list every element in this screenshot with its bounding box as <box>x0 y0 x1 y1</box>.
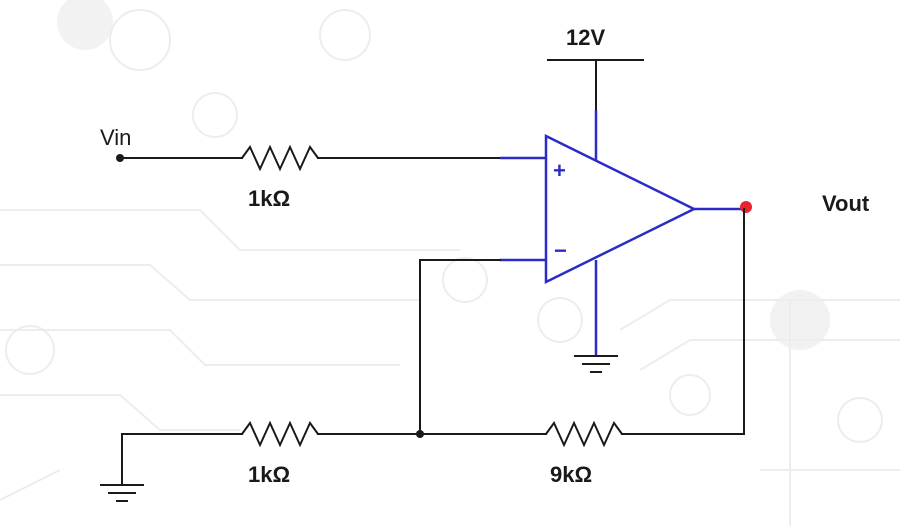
vout-node <box>740 201 752 213</box>
left-ground-icon <box>100 484 144 502</box>
vout-label: Vout <box>822 191 870 216</box>
opamp <box>500 110 742 355</box>
resistor-r-in <box>241 144 319 172</box>
supply-label: 12V <box>566 25 605 50</box>
opamp-ground-icon <box>574 355 618 373</box>
resistor-r-feedback <box>545 420 623 448</box>
plus-sign: + <box>553 158 566 183</box>
r-in-label: 1kΩ <box>248 186 290 211</box>
resistor-r-gnd <box>241 420 319 448</box>
r-feedback-label: 9kΩ <box>550 462 592 487</box>
minus-sign: − <box>554 238 567 263</box>
vin-label: Vin <box>100 125 131 150</box>
opamp-triangle <box>544 133 697 285</box>
r-gnd-label: 1kΩ <box>248 462 290 487</box>
